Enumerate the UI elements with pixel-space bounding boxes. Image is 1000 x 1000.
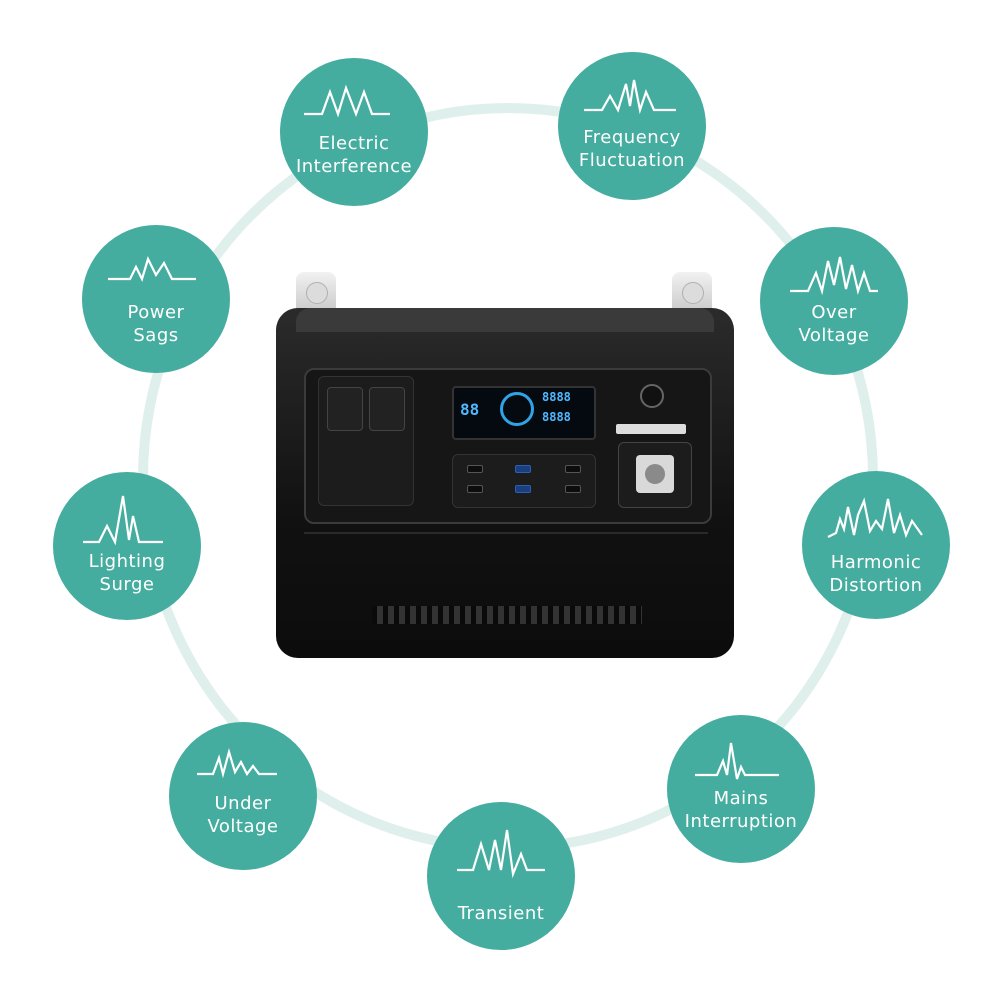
usb-port-panel — [452, 454, 596, 508]
badge-label-line: Under — [214, 793, 272, 814]
portable-power-station: 88 8888 8888 — [270, 272, 740, 664]
left-handle — [296, 272, 336, 314]
waveform-icon — [584, 79, 676, 115]
usb-port — [467, 485, 483, 493]
usb-qc-port — [515, 465, 531, 473]
waveform-icon — [827, 497, 923, 539]
waveform-icon — [197, 748, 277, 779]
car-socket-panel — [618, 442, 692, 508]
waveform-icon — [695, 742, 779, 780]
badge-label-line: Surge — [99, 574, 155, 595]
usb-c-port — [565, 485, 581, 493]
control-panel: 88 8888 8888 — [304, 368, 712, 524]
car-socket — [636, 455, 674, 493]
badge-label-line: Voltage — [207, 816, 279, 837]
power-button[interactable] — [640, 384, 664, 408]
lcd-output-digits: 8888 — [542, 390, 571, 404]
badge-label-line: Lighting — [88, 551, 166, 572]
ac-socket — [369, 387, 405, 431]
badge-label-line: Interference — [295, 156, 413, 177]
battery-dial — [500, 392, 534, 426]
badge-label-line: Harmonic — [830, 552, 922, 573]
waveform-icon — [304, 84, 390, 118]
ac-socket — [327, 387, 363, 431]
badge-label-line: Mains — [713, 788, 769, 809]
badge-label-line: Transient — [457, 903, 545, 924]
badge-label-line: Frequency — [583, 127, 681, 148]
badge-label-line: Power — [127, 302, 185, 323]
device-top — [296, 308, 714, 332]
waveform-icon — [108, 256, 196, 282]
lcd-input-digits: 88 — [460, 400, 480, 419]
waveform-icon — [83, 495, 163, 546]
badge-label-line: Voltage — [798, 325, 870, 346]
vent-grille — [372, 606, 642, 624]
waveform-icon — [457, 829, 545, 879]
badge-label-line: Electric — [318, 133, 390, 154]
right-handle — [672, 272, 712, 314]
usb-qc-port — [515, 485, 531, 493]
waveform-icon — [790, 256, 878, 296]
badge-label-line: Sags — [133, 325, 179, 346]
usb-c-port — [565, 465, 581, 473]
ac-outlets — [318, 376, 414, 506]
lcd-output-digits-2: 8888 — [542, 410, 571, 424]
usb-port — [467, 465, 483, 473]
lcd-display: 88 8888 8888 — [452, 386, 596, 440]
rating-label — [616, 424, 686, 434]
badge-label-line: Fluctuation — [578, 150, 686, 171]
badge-label-line: Distortion — [829, 575, 923, 596]
badge-label-line: Over — [811, 302, 857, 323]
badge-label-line: Interruption — [684, 811, 798, 832]
lower-housing — [304, 532, 708, 604]
badge-transient: Transient — [427, 802, 575, 950]
device-body: 88 8888 8888 — [276, 308, 734, 658]
